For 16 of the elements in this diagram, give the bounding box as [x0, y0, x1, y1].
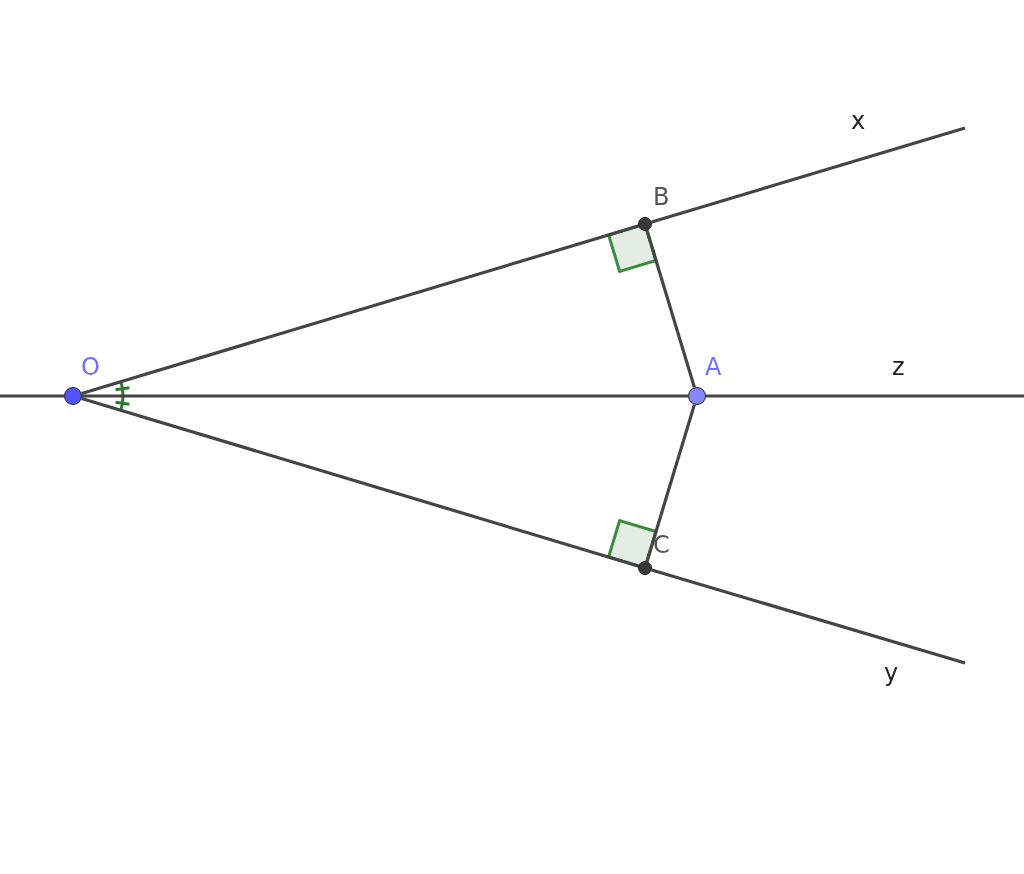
line — [81, 397, 639, 568]
line — [0, 394, 64, 398]
ray-label: y — [884, 660, 899, 686]
line — [645, 230, 696, 388]
line — [81, 224, 639, 395]
ray-label: x — [851, 108, 866, 134]
point-label: B — [653, 184, 670, 210]
line — [651, 126, 966, 224]
line — [706, 394, 1024, 398]
ray-label: z — [892, 354, 905, 380]
point-label: C — [653, 532, 670, 558]
line — [651, 568, 966, 665]
line — [645, 404, 696, 562]
line — [82, 394, 688, 398]
point-label: O — [81, 354, 100, 380]
point-label: A — [705, 354, 722, 380]
